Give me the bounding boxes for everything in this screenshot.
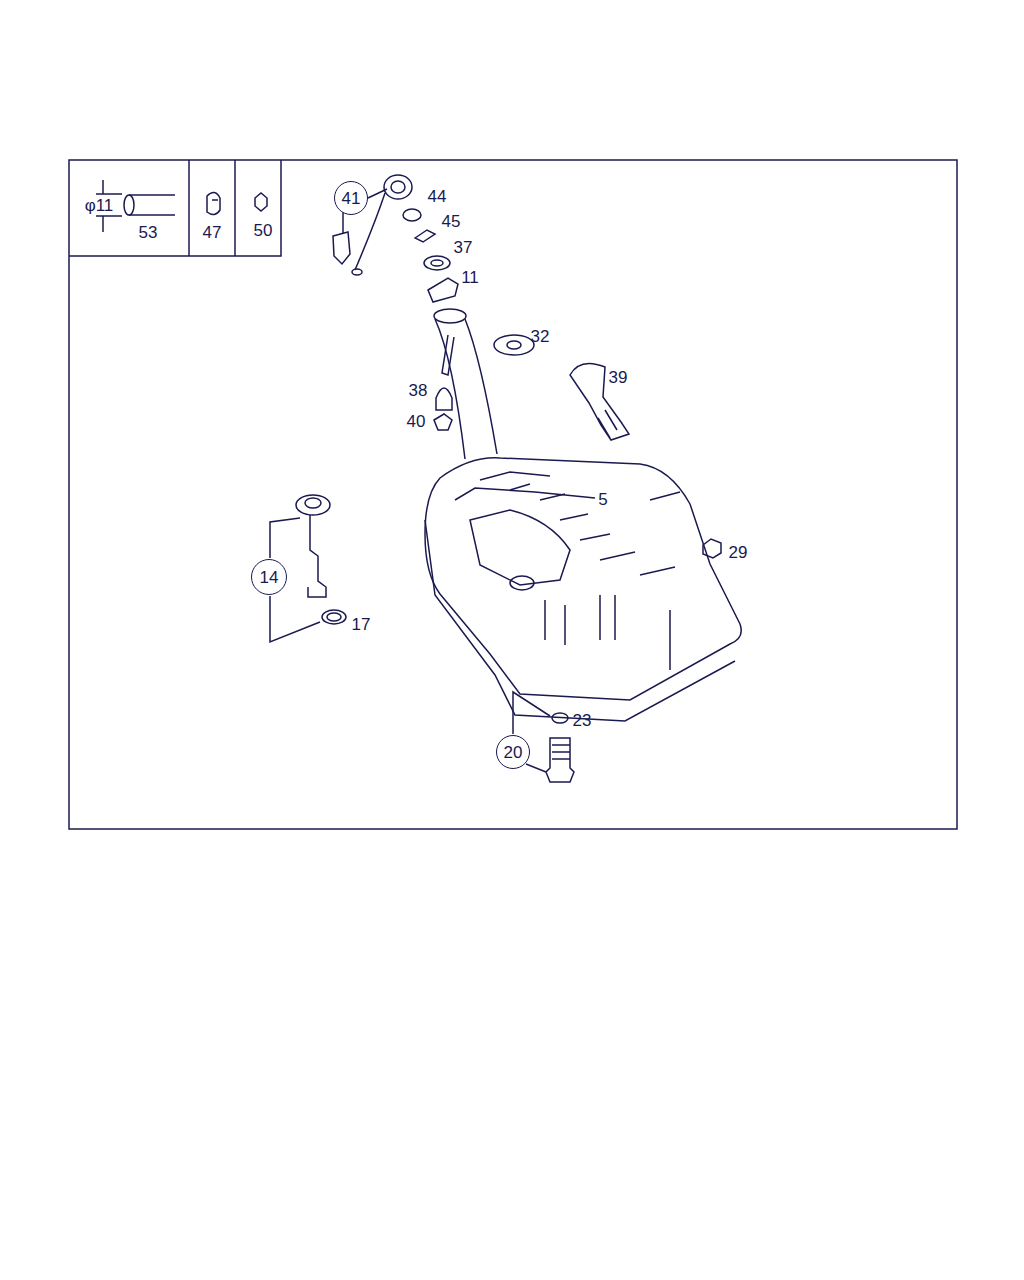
callout-number: 23 xyxy=(573,712,592,729)
callout-circle: 41 xyxy=(334,181,368,215)
fuel-tank xyxy=(425,458,741,721)
ring xyxy=(431,260,443,266)
seal-ring xyxy=(322,610,346,624)
clamp xyxy=(428,278,458,302)
callout-number: 14 xyxy=(260,569,279,586)
callout-number: 37 xyxy=(454,239,473,256)
callout-number: 17 xyxy=(352,616,371,633)
callout-number: 47 xyxy=(203,224,222,241)
drain-plug xyxy=(546,738,574,782)
callout-circle: 14 xyxy=(251,559,287,595)
grommet xyxy=(494,335,534,355)
boot xyxy=(570,363,629,440)
nut xyxy=(703,539,721,558)
nut xyxy=(255,193,267,211)
filler-neck xyxy=(434,309,497,459)
gasket xyxy=(415,230,435,242)
fuel-cap xyxy=(333,175,412,275)
seal xyxy=(403,209,421,221)
callout-number: 32 xyxy=(531,328,550,345)
callout-number: 38 xyxy=(409,382,428,399)
callout-number: 29 xyxy=(729,544,748,561)
callout-number: 5 xyxy=(598,491,607,508)
leader-line xyxy=(526,764,546,772)
callout-number: 44 xyxy=(428,188,447,205)
bump-stop xyxy=(436,388,452,410)
divider xyxy=(188,160,190,256)
callout-number: 40 xyxy=(407,413,426,430)
callout-number: 50 xyxy=(254,222,273,239)
fuel-sender xyxy=(296,495,330,597)
callout-number: 11 xyxy=(461,269,479,286)
callout-number: 41 xyxy=(342,190,361,207)
callout-number: 39 xyxy=(609,369,628,386)
grommet xyxy=(507,341,521,349)
leader-line xyxy=(270,596,320,642)
seal-ring xyxy=(327,613,341,621)
clamp xyxy=(207,192,220,214)
callout-number: 53 xyxy=(139,224,158,241)
divider xyxy=(234,160,236,256)
callout-circle: 20 xyxy=(496,735,530,769)
leader-line xyxy=(270,518,300,558)
inset-frame xyxy=(69,160,281,256)
washer xyxy=(552,713,568,723)
clip xyxy=(434,414,452,430)
callout-number: 45 xyxy=(442,213,461,230)
callout-number: 20 xyxy=(504,744,523,761)
ring xyxy=(424,256,450,270)
leader-line xyxy=(513,692,550,734)
frame xyxy=(69,160,957,829)
callout-number: φ11 xyxy=(85,197,114,214)
